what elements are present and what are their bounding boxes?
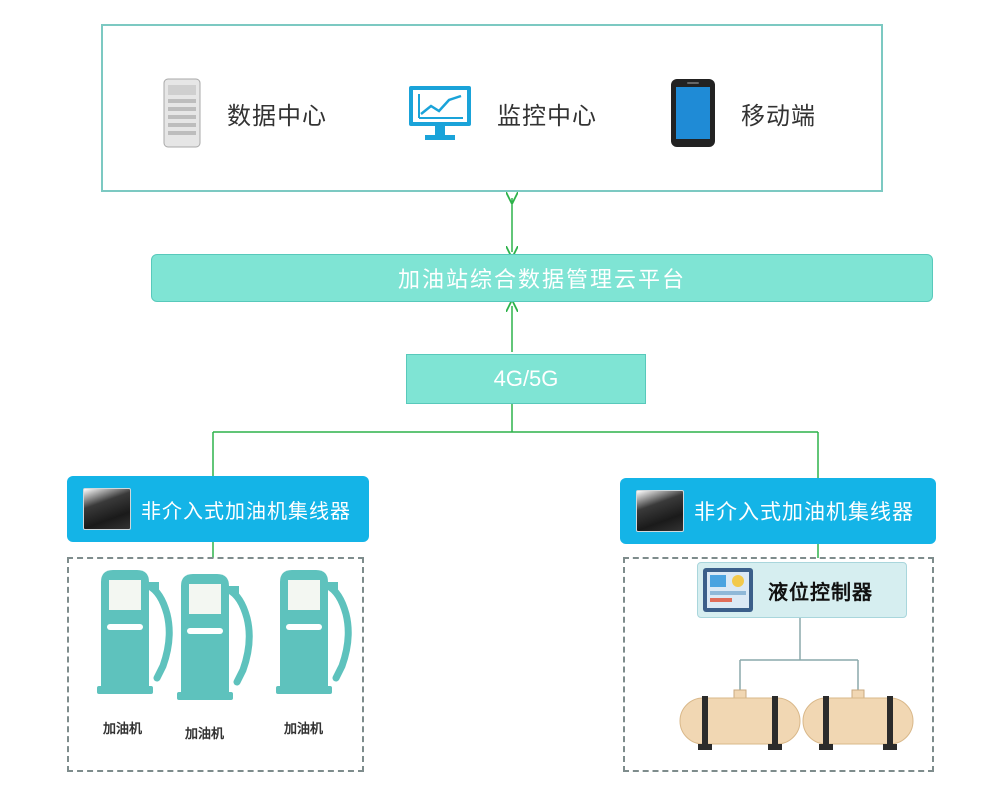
data-center-node: 数据中心 <box>161 78 327 148</box>
level-controller: 液位控制器 <box>697 562 907 618</box>
pump-label: 加油机 <box>103 722 143 737</box>
fuel-tank-icon <box>802 689 914 750</box>
cloud-platform: 加油站综合数据管理云平台 <box>151 254 933 302</box>
pump-label: 加油机 <box>185 727 225 742</box>
fuel-pump-icon <box>177 574 253 700</box>
monitor-chart-icon <box>409 86 471 140</box>
left-hub-label: 非介入式加油机集线器 <box>141 498 351 523</box>
monitor-center-label: 监控中心 <box>497 101 597 130</box>
server-tower-icon <box>163 78 201 148</box>
data-center-label: 数据中心 <box>227 101 327 130</box>
level-controller-label: 液位控制器 <box>768 579 873 604</box>
fuel-pump-icon <box>276 570 352 694</box>
network-box: 4G/5G <box>406 354 646 404</box>
network-label: 4G/5G <box>493 366 559 391</box>
hub-device-icon <box>636 490 684 532</box>
pump-label: 加油机 <box>284 722 324 737</box>
pump-group <box>67 557 364 772</box>
hub-device-icon <box>83 488 131 530</box>
monitor-center-node: 监控中心 <box>407 78 597 148</box>
right-hub: 非介入式加油机集线器 <box>620 478 936 544</box>
mobile-label: 移动端 <box>741 101 816 130</box>
left-hub: 非介入式加油机集线器 <box>67 476 369 542</box>
cloud-platform-label: 加油站综合数据管理云平台 <box>397 268 686 293</box>
mobile-phone-icon <box>671 79 715 147</box>
fuel-tank-icon <box>679 689 801 750</box>
tank-group <box>623 557 934 772</box>
mobile-node: 移动端 <box>669 78 816 148</box>
controller-panel-icon <box>703 568 753 612</box>
fuel-pump-icon <box>97 570 173 694</box>
client-frame: 数据中心 监控中心 移动端 <box>101 24 883 192</box>
right-hub-label: 非介入式加油机集线器 <box>694 500 914 524</box>
